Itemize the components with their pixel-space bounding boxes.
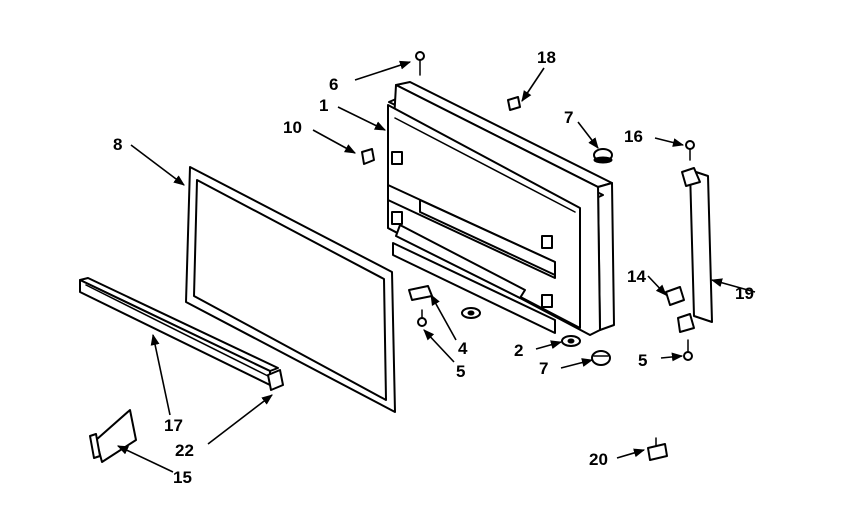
- end-cap: [647, 437, 668, 461]
- callout-18: 18: [537, 48, 556, 67]
- leader-lines: [116, 60, 756, 473]
- screw-handle-bottom: [683, 339, 693, 361]
- callout-15: 15: [173, 468, 192, 487]
- callout-10: 10: [283, 118, 302, 137]
- callout-7-top: 7: [564, 108, 573, 127]
- bushing-right: [561, 335, 581, 347]
- callout-7-bottom: 7: [539, 359, 548, 378]
- callout-5-right: 5: [638, 351, 647, 370]
- door-gasket: [185, 166, 396, 413]
- plug-button: [593, 148, 613, 164]
- callout-20: 20: [589, 450, 608, 469]
- label-sticker: [507, 96, 521, 111]
- callout-4: 4: [458, 339, 468, 358]
- callout-5-left: 5: [456, 362, 465, 381]
- screw-left: [417, 309, 427, 327]
- plug-bottom: [591, 350, 611, 366]
- callout-19: 19: [735, 284, 754, 303]
- door-stop: [408, 285, 433, 301]
- callout-17: 17: [164, 416, 183, 435]
- plug: [361, 148, 375, 165]
- panel: [89, 409, 137, 463]
- callout-6: 6: [329, 75, 338, 94]
- clip: [267, 369, 284, 391]
- handle-bracket: [665, 286, 685, 306]
- screw-handle-top: [685, 140, 695, 161]
- callout-2: 2: [514, 341, 523, 360]
- door-liner: [387, 81, 615, 336]
- callout-22: 22: [175, 441, 194, 460]
- callout-1: 1: [319, 96, 328, 115]
- bushing-left: [461, 307, 481, 319]
- callout-14: 14: [627, 267, 646, 286]
- screw-top: [415, 51, 425, 76]
- callout-8: 8: [113, 135, 122, 154]
- callout-16: 16: [624, 127, 643, 146]
- callout-labels: 6 1 10 8 18 7 16 14 19 5 2 7 4 5 17 22 1…: [113, 48, 754, 487]
- door-handle: [677, 167, 713, 333]
